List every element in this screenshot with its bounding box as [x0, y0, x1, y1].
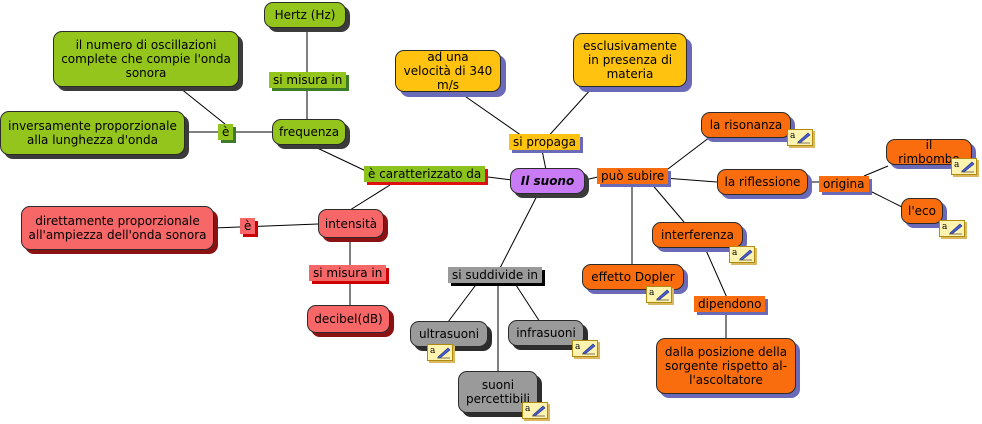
link-label-dipendono: dipendono — [694, 296, 766, 312]
note-icon[interactable]: a — [646, 286, 672, 303]
node-risonanza[interactable]: la risonanza — [701, 112, 791, 138]
note-icon[interactable]: a — [427, 344, 453, 361]
node-rimbombo[interactable]: il rimbombo — [886, 138, 972, 166]
link-label-origina: origina — [819, 176, 869, 192]
node-infrasuoni[interactable]: infrasuoni — [508, 320, 584, 346]
link-label-e: è — [218, 124, 234, 140]
node-interferenza[interactable]: interferenza — [652, 222, 743, 248]
node-dopler[interactable]: effetto Dopler — [582, 264, 684, 290]
link-label-puo-subire: può subire — [597, 168, 669, 184]
node-oscillazioni[interactable]: il numero di oscillazioni complete che c… — [53, 31, 239, 87]
center-node[interactable]: Il suono — [510, 168, 585, 194]
note-icon[interactable]: a — [522, 402, 548, 419]
node-riflessione[interactable]: la riflessione — [717, 169, 808, 195]
node-velocita[interactable]: ad una velocità di 340 m/s — [395, 50, 501, 92]
link-label-si-misura-in-2: si misura in — [309, 265, 387, 281]
node-ultrasuoni[interactable]: ultrasuoni — [410, 321, 488, 347]
note-icon[interactable]: a — [939, 220, 965, 237]
note-icon[interactable]: a — [951, 158, 977, 175]
note-icon[interactable]: a — [787, 129, 813, 146]
link-label-si-propaga: si propaga — [509, 134, 580, 150]
link-label-caratterizzato: è caratterizzato da — [364, 166, 486, 182]
node-posizione[interactable]: dalla posizione della sorgente rispetto … — [656, 338, 796, 394]
node-frequenza[interactable]: frequenza — [272, 119, 346, 145]
link-label-si-misura-in: si misura in — [269, 72, 347, 88]
node-decibel[interactable]: decibel(dB) — [307, 305, 390, 333]
link-label-si-suddivide: si suddivide in — [448, 267, 543, 283]
node-inversamente[interactable]: inversamente proporzionale alla lunghezz… — [0, 111, 185, 155]
node-direttamente[interactable]: direttamente proporzionale all'ampiezza … — [21, 206, 214, 250]
node-materia[interactable]: esclusivamente in presenza di materia — [573, 33, 687, 87]
note-icon[interactable]: a — [729, 246, 755, 263]
note-icon[interactable]: a — [572, 340, 598, 357]
node-intensita[interactable]: intensità — [318, 209, 384, 238]
link-label-e-2: è — [240, 218, 256, 234]
node-eco[interactable]: l'eco — [901, 198, 943, 224]
node-hertz[interactable]: Hertz (Hz) — [264, 2, 346, 28]
